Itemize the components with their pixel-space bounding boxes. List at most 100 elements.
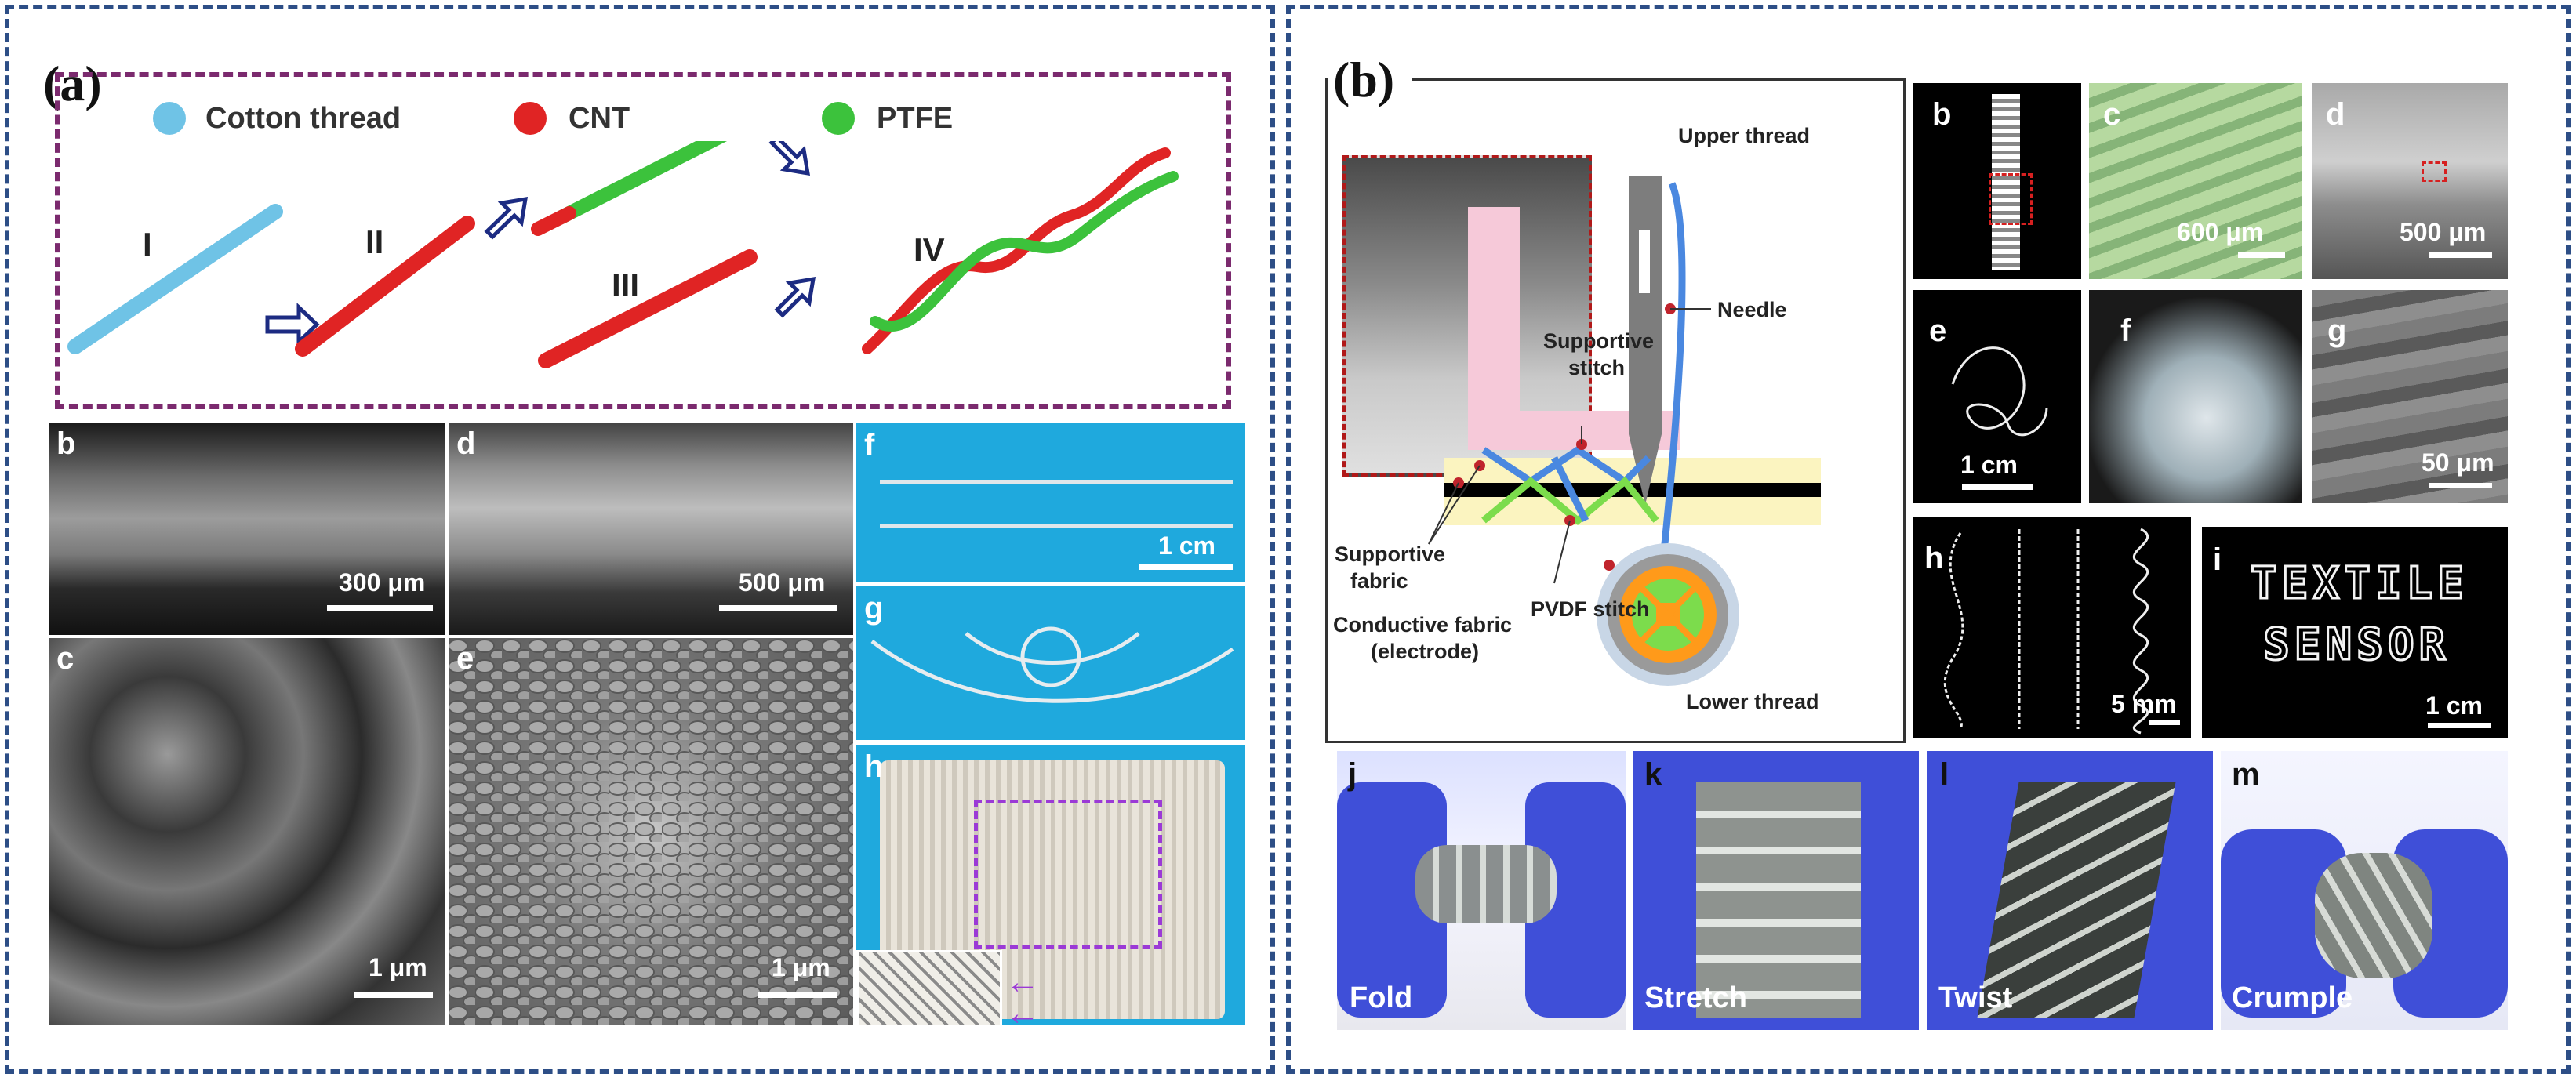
label-upper-thread: Upper thread xyxy=(1678,124,1811,147)
label-conductive-1: Conductive fabric xyxy=(1333,613,1513,637)
sem-image-d: d 500 μm xyxy=(449,423,853,635)
zoom-box xyxy=(1989,173,2033,225)
photo-k-action: Stretch xyxy=(1644,981,1747,1014)
label-conductive-2: (electrode) xyxy=(1371,640,1480,663)
label-supportive-stitch-1: Supportive xyxy=(1543,329,1655,353)
sem-c-scale: 1 μm xyxy=(369,953,427,981)
zoom-box xyxy=(2422,161,2447,182)
photo-k-label: k xyxy=(1644,757,1662,792)
panel-b-frame xyxy=(1286,5,2571,1074)
image-b-label: b xyxy=(1932,97,1952,132)
image-i: TEXTILE SENSOR i 1 cm xyxy=(2202,527,2508,738)
image-g-scale: 50 μm xyxy=(2422,448,2494,477)
zoom-box xyxy=(974,800,1162,949)
sensor-fabric xyxy=(1415,845,1557,923)
legend-ptfe: PTFE xyxy=(877,102,954,135)
cnt-rod xyxy=(295,216,475,357)
sensor-fabric xyxy=(2315,853,2432,978)
label-supportive-fabric-1: Supportive xyxy=(1335,542,1446,566)
image-c: c 600 μm xyxy=(2089,83,2302,279)
yarn-line xyxy=(880,480,1233,484)
fabrication-schematic xyxy=(67,141,1179,368)
photo-l-label: l xyxy=(1940,757,1949,792)
stitch-column xyxy=(1992,94,2020,270)
knotted-yarn xyxy=(870,626,1234,703)
image-i-label: i xyxy=(2213,542,2222,577)
image-f-label: f xyxy=(2120,314,2131,348)
textile-sensor-line1: TEXTILE xyxy=(2249,557,2469,611)
ptfe-coated-rod xyxy=(554,141,728,224)
image-h-label: h xyxy=(1924,541,1944,575)
photo-l: l Twist xyxy=(1927,751,2213,1030)
scale-bar xyxy=(1962,484,2033,490)
scale-bar xyxy=(2149,720,2180,725)
photo-g: g xyxy=(856,586,1245,740)
twisted-yarn-green xyxy=(870,171,1179,332)
sem-e-label: e xyxy=(456,641,474,676)
image-h: h 5 mm xyxy=(1913,517,2191,738)
panel-b-letter: (b) xyxy=(1333,52,1395,107)
photo-m-action: Crumple xyxy=(2232,981,2353,1014)
image-e-scale: 1 cm xyxy=(1960,451,2018,479)
scale-bar xyxy=(354,992,433,998)
step-label-ii: II xyxy=(365,223,384,260)
image-b: b xyxy=(1913,83,2081,279)
sewing-machine-photo xyxy=(1342,155,1592,477)
scale-bar xyxy=(1139,564,1233,570)
sem-image-b: b 300 μm xyxy=(49,423,445,635)
scale-bar xyxy=(2429,483,2492,488)
step-label-iv: IV xyxy=(914,231,945,268)
photo-l-action: Twist xyxy=(1938,981,2013,1014)
stitch-patterns xyxy=(1943,528,2149,735)
image-d-label: d xyxy=(2326,97,2345,132)
embroidery-drawing xyxy=(1951,346,2048,437)
photo-k: k Stretch xyxy=(1633,751,1919,1030)
yarn-line xyxy=(880,524,1233,528)
photo-g-label: g xyxy=(864,591,884,626)
image-d: d 500 μm xyxy=(2312,83,2508,279)
label-supportive-stitch-2: stitch xyxy=(1568,356,1626,379)
scale-bar xyxy=(758,992,837,998)
step-label-i: I xyxy=(143,226,152,263)
photo-j-label: j xyxy=(1348,757,1357,792)
inset-zoom xyxy=(856,950,1002,1025)
sem-image-c: c 1 μm xyxy=(49,638,445,1025)
sem-d-label: d xyxy=(456,426,476,461)
cotton-rod xyxy=(67,204,283,354)
arrow-icon xyxy=(265,303,320,346)
sem-b-label: b xyxy=(56,426,76,461)
image-d-scale: 500 μm xyxy=(2400,218,2487,246)
photo-f: f 1 cm xyxy=(856,423,1245,582)
cnt-rod-2 xyxy=(538,249,758,368)
photo-h: ← ← h xyxy=(856,745,1245,1025)
image-i-scale: 1 cm xyxy=(2425,691,2483,720)
image-f: f xyxy=(2089,290,2302,503)
scale-bar xyxy=(327,605,433,611)
sensor-fabric xyxy=(1696,782,1861,1018)
stitch-diagram-box xyxy=(1325,78,1906,743)
scale-bar xyxy=(2238,252,2285,258)
cnt-dot-icon xyxy=(514,102,547,135)
arrow-icon xyxy=(484,196,529,240)
step-label-iii: III xyxy=(612,267,640,303)
arrow-icon: ← xyxy=(1005,994,1040,1025)
image-c-scale: 600 μm xyxy=(2177,218,2264,246)
stitch-schematic xyxy=(1428,176,1821,686)
photo-f-scale: 1 cm xyxy=(1158,531,1215,560)
photo-h-label: h xyxy=(864,749,884,784)
image-g: g 50 μm xyxy=(2312,290,2508,503)
scale-bar xyxy=(2428,723,2491,728)
photo-j-action: Fold xyxy=(1350,981,1413,1014)
diagram-top-border xyxy=(1412,78,1906,81)
photo-m: m Crumple xyxy=(2221,751,2508,1030)
sem-d-scale: 500 μm xyxy=(739,568,826,597)
label-lower-thread: Lower thread xyxy=(1686,690,1819,713)
twisted-yarn-red xyxy=(862,147,1171,354)
photo-f-label: f xyxy=(864,428,875,463)
textile-sensor-line2: SENSOR xyxy=(2262,618,2451,672)
legend-cotton: Cotton thread xyxy=(205,102,401,135)
sem-image-e: e 1 μm xyxy=(449,638,853,1025)
panel-a-letter: (a) xyxy=(43,56,102,111)
label-supportive-fabric-2: fabric xyxy=(1350,569,1408,593)
arrow-icon xyxy=(768,141,816,318)
